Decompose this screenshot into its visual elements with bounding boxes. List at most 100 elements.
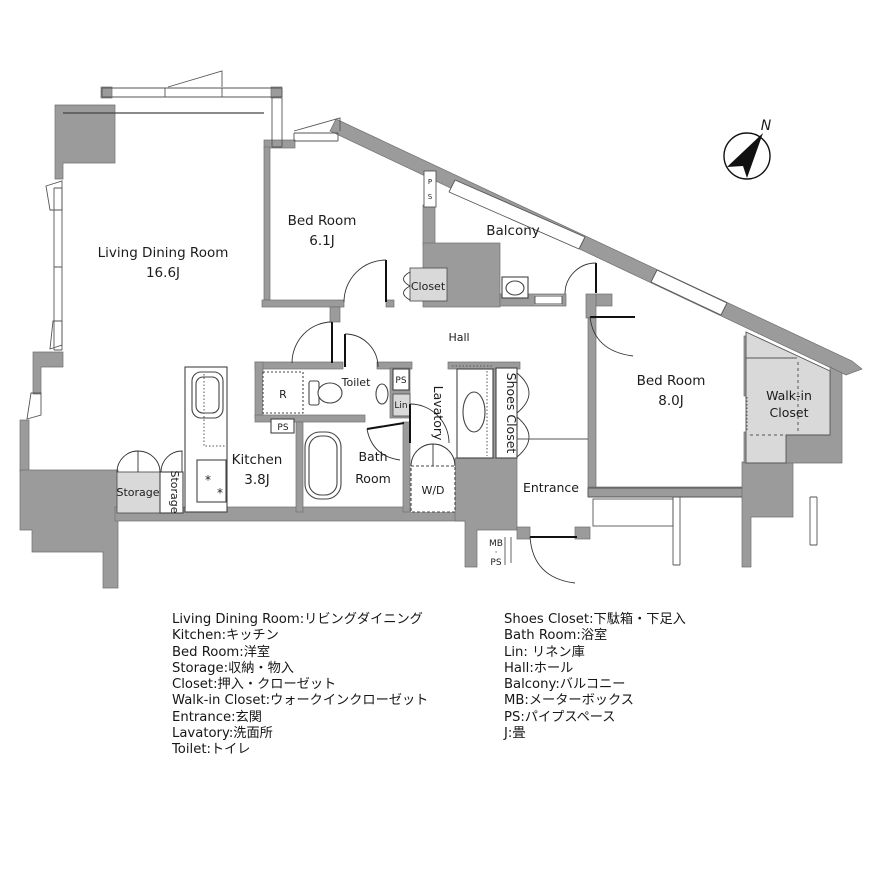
legend-item: PS:パイプスペース xyxy=(504,709,616,725)
stove-burner-icon: * xyxy=(205,473,211,487)
label-living-name: Living Dining Room xyxy=(98,245,229,261)
casement-mark xyxy=(167,70,223,88)
wall-hall-ldk xyxy=(329,306,341,323)
bathtub-inner xyxy=(308,435,338,496)
fixtures: * * xyxy=(159,276,529,514)
ps-lavatory-box xyxy=(392,368,410,391)
wall-balcony-bottom-2 xyxy=(595,293,613,307)
wall-diagonal xyxy=(329,118,863,376)
label-mb: MB xyxy=(489,539,503,549)
door-ldk xyxy=(291,321,333,364)
wall-ldk-bed1 xyxy=(263,146,271,301)
ps-slot: P S xyxy=(423,170,437,208)
closet-bed1-fill xyxy=(409,267,448,302)
storage-h-fill xyxy=(116,471,161,514)
stove-burner-icon: * xyxy=(217,486,223,500)
door-entrance xyxy=(529,536,577,584)
balcony-sink-bowl xyxy=(505,280,525,296)
compass-circle xyxy=(723,132,771,180)
legend-right-column: Shoes Closet:下駄箱・下足入 Bath Room:浴室 Lin: リ… xyxy=(504,612,686,742)
toilet-bowl xyxy=(317,382,343,404)
toilet-sink xyxy=(375,383,389,405)
shoes-closet-doors xyxy=(516,372,530,458)
wd-doors xyxy=(410,443,456,467)
wall-bed1-bottom xyxy=(261,299,345,308)
label-wd: W/D xyxy=(421,484,444,497)
legend-item: Living Dining Room:リビングダイニング xyxy=(172,612,423,627)
door-lavatory xyxy=(409,403,450,444)
window-ldk-left xyxy=(26,180,63,420)
label-bed2-name: Bed Room xyxy=(637,373,706,389)
closet-doors xyxy=(403,271,411,301)
legend-item: Bed Room:洋室 xyxy=(172,644,271,660)
outer-walls xyxy=(19,86,863,589)
compass-north-label: N xyxy=(761,118,772,134)
label-lavatory: Lavatory xyxy=(431,386,446,441)
legend-item: Bath Room:浴室 xyxy=(504,628,608,644)
legend-item: Walk-in Closet:ウォークインクローゼット xyxy=(172,693,429,709)
door-bath xyxy=(366,422,405,461)
wall-entrance-mass xyxy=(454,457,518,568)
storage-doors xyxy=(116,450,183,473)
door-bed1 xyxy=(343,259,387,303)
label-bed1-name: Bed Room xyxy=(288,213,357,229)
doors xyxy=(116,259,635,584)
legend-item: MB:メーターボックス xyxy=(504,693,634,709)
label-ps-meter: PS xyxy=(490,558,501,568)
label-closet: Closet xyxy=(411,280,446,293)
wall-entrance-door-l xyxy=(516,526,531,540)
wall-bed2-bottom xyxy=(587,486,752,498)
window-top-ldk xyxy=(101,70,283,98)
window-bed1-top xyxy=(293,117,341,142)
legend-item: Kitchen:キッチン xyxy=(172,628,279,644)
legend-item: Shoes Closet:下駄箱・下足入 xyxy=(504,612,686,627)
legend-item: Hall:ホール xyxy=(504,660,574,676)
wall-kitchen-bath xyxy=(295,421,304,513)
window-bed2-diagonal xyxy=(650,269,728,316)
room-labels: Living Dining Room 16.6J Bed Room 6.1J B… xyxy=(98,213,812,568)
label-lin: Lin xyxy=(394,401,407,411)
label-ps-lavatory: PS xyxy=(395,376,406,386)
wall-left-step xyxy=(32,351,64,395)
legend-item: Closet:押入・クローゼット xyxy=(172,677,337,693)
lavatory-basin xyxy=(462,391,486,433)
corridor-lines xyxy=(587,487,818,566)
label-toilet: Toilet xyxy=(341,376,371,389)
label-bath-2: Room xyxy=(355,471,391,486)
wall-balcony-left xyxy=(422,204,436,246)
casement-mark xyxy=(49,320,63,350)
wic-dashed-lines xyxy=(750,362,799,436)
meterbox-lines xyxy=(504,537,512,565)
kitchen-sink-basin xyxy=(195,376,220,414)
wall-corner-bed2 xyxy=(585,293,597,319)
label-bath-1: Bath xyxy=(358,449,387,464)
label-balcony: Balcony xyxy=(486,223,540,239)
misc-lines xyxy=(63,112,818,566)
ps-kitchen-box xyxy=(270,418,295,434)
legend-item: Lin: リネン庫 xyxy=(504,644,585,660)
legend-item: Storage:収納・物入 xyxy=(172,660,294,676)
legend-item: Lavatory:洗面所 xyxy=(172,726,273,742)
label-storage-v: Storage xyxy=(168,470,181,513)
label-living-size: 16.6J xyxy=(146,265,180,281)
wall-post xyxy=(100,86,113,99)
label-shoes-closet: Shoes Closet xyxy=(504,373,519,454)
legend-item: Toilet:トイレ xyxy=(172,742,251,758)
ps-slot-label-p: P xyxy=(428,178,432,186)
label-kitchen-name: Kitchen xyxy=(232,452,283,468)
wall-bed1-top xyxy=(263,139,296,149)
wall-left-lower xyxy=(19,419,30,473)
wall-core-top-1 xyxy=(254,361,344,370)
closet-fills xyxy=(116,267,831,514)
storage-v-box xyxy=(159,471,184,514)
wall-bath-wd xyxy=(402,421,411,513)
wall-toilet-bottom xyxy=(254,414,366,423)
wall-entrance-door-r xyxy=(574,526,591,540)
legend-left-column: Living Dining Room:リビングダイニング Kitchen:キッチ… xyxy=(172,612,428,759)
legend-item: Balcony:バルコニー xyxy=(504,677,626,693)
compass-needle-icon xyxy=(727,133,763,178)
label-fridge: R xyxy=(279,388,287,401)
label-walkin-1: Walk-in xyxy=(766,388,812,403)
ps-slot-label-s: S xyxy=(428,193,433,201)
